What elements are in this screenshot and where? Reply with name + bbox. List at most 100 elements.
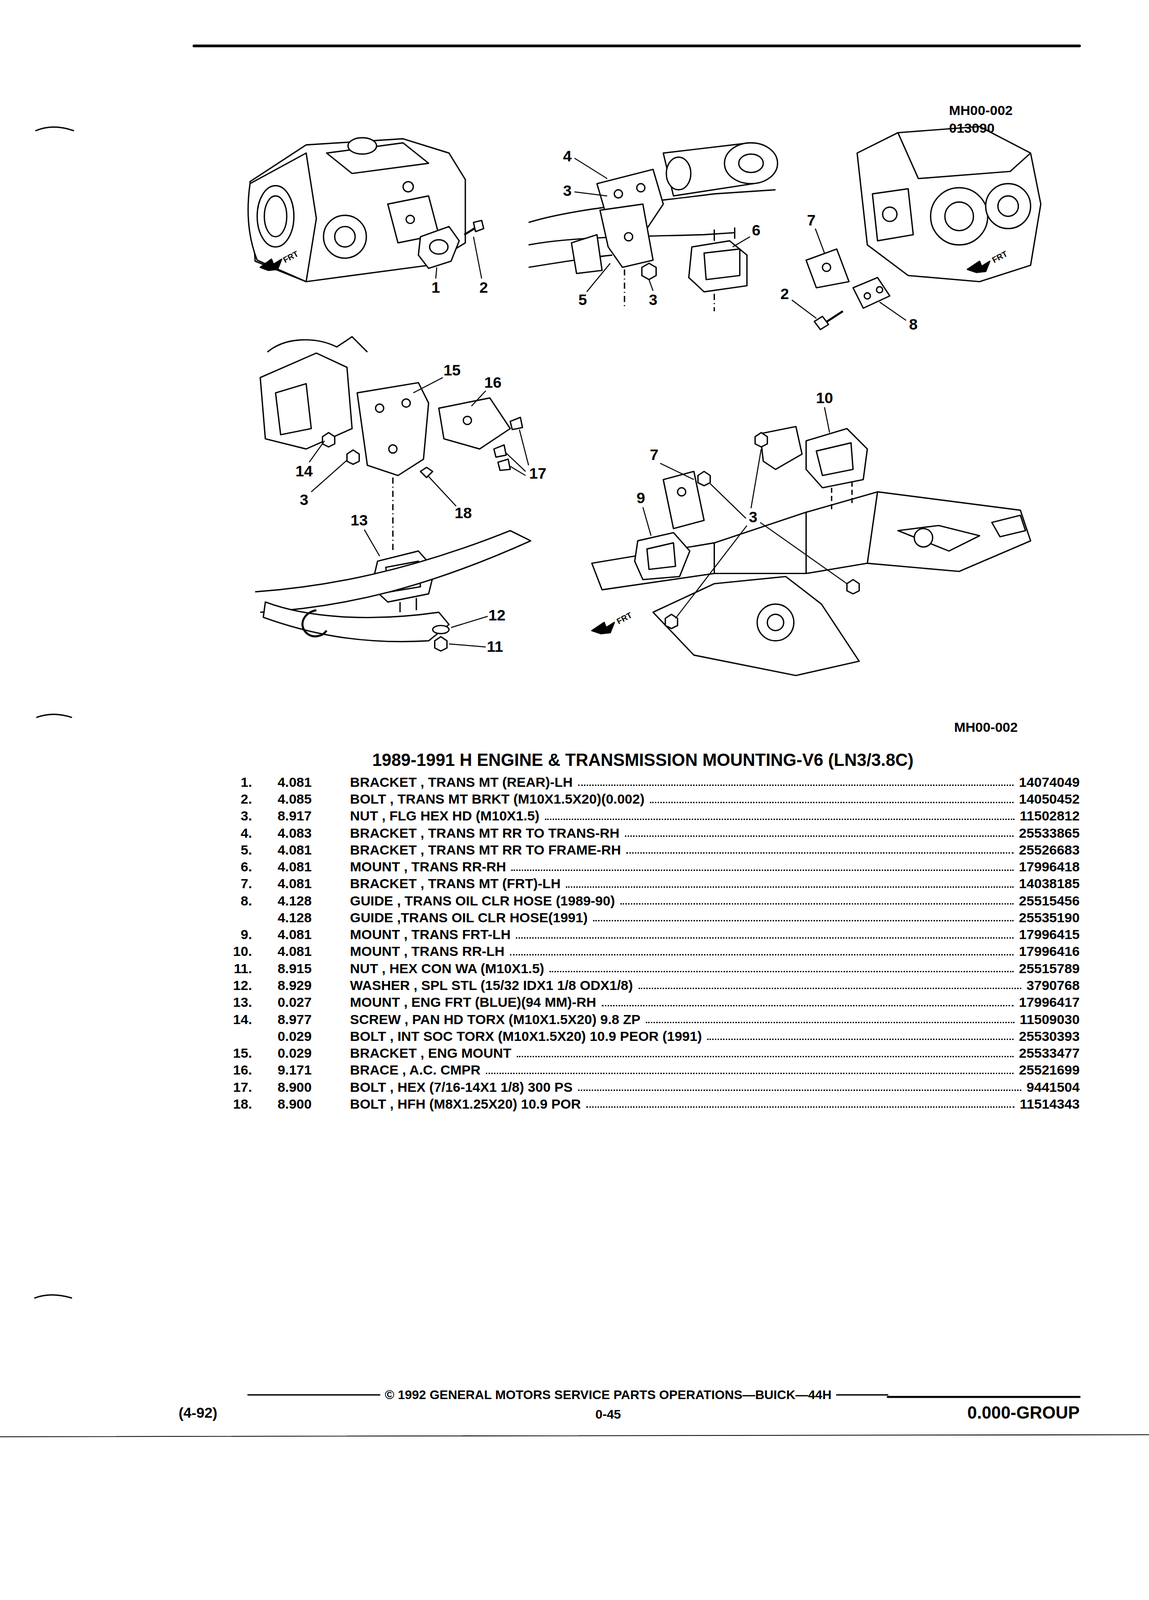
item-number: 16. [233, 1062, 253, 1078]
drawing-stroke [309, 440, 325, 463]
callout-number: 3 [563, 182, 572, 200]
revision-date: (4-92) [178, 1405, 218, 1422]
callout-number: 12 [488, 606, 506, 624]
callout-number: 10 [815, 389, 834, 407]
drawing-stroke [853, 277, 890, 309]
drawing-stroke [302, 609, 327, 637]
drawing-stroke [257, 185, 295, 248]
drawing-stroke [864, 292, 871, 299]
group-number: 4.081 [277, 774, 312, 790]
part-number: 14050452 [1019, 791, 1080, 807]
part-description: NUT , FLG HEX HD (M10X1.5) [349, 808, 540, 824]
drawing-stroke [677, 487, 686, 496]
drawing-stroke [428, 476, 457, 506]
part-number: 11509030 [1019, 1011, 1080, 1027]
group-number: 8.977 [277, 1011, 312, 1027]
dot-leader [645, 1021, 1015, 1024]
item-number: 2. [240, 791, 253, 807]
drawing-stroke [418, 226, 460, 269]
drawing-stroke [357, 382, 429, 476]
dot-leader [620, 903, 1014, 905]
part-number: 11514343 [1019, 1095, 1080, 1111]
callout-number: 3 [299, 491, 309, 509]
drawing-stroke [506, 453, 526, 472]
drawing-stroke [591, 622, 615, 634]
drawing-stroke [714, 491, 878, 574]
drawing-stroke [649, 279, 654, 291]
drawing-stroke [641, 263, 656, 280]
drawing-stroke [348, 137, 377, 155]
group-number: 4.081 [277, 875, 312, 891]
dot-leader [565, 886, 1014, 888]
drawing-stroke [824, 407, 830, 433]
group-code: 0.000-GROUP [967, 1403, 1080, 1424]
drawing-stroke [599, 204, 654, 268]
drawing-stroke [413, 377, 443, 394]
callout-number: 3 [748, 509, 758, 526]
drawing-stroke [510, 466, 526, 476]
drawing-stroke [449, 644, 486, 648]
page-number: 0-45 [595, 1407, 621, 1422]
drawing-stroke [510, 417, 523, 430]
drawing-stroke [714, 227, 735, 241]
part-description: BOLT , INT SOC TORX (M10X1.5X20) 10.9 PE… [349, 1028, 702, 1044]
drawing-stroke [882, 207, 897, 222]
item-number: 14. [233, 1011, 253, 1027]
part-number: 17996416 [1019, 943, 1080, 959]
callout-number: 7 [806, 211, 816, 229]
drawing-stroke [646, 542, 676, 570]
drawing-stroke [760, 426, 803, 470]
drawing-stroke [574, 191, 608, 196]
figure-code: MH00-002 [949, 102, 1013, 118]
drawing-stroke [985, 183, 1031, 229]
group-number: 4.081 [277, 841, 312, 857]
drawing-stroke [998, 195, 1019, 217]
part-number: 25533477 [1019, 1045, 1080, 1061]
figure-code: MH00-002 [954, 719, 1018, 735]
callout-number: 14 [295, 463, 313, 480]
dot-leader [515, 937, 1014, 939]
dot-leader [509, 954, 1014, 956]
drawing-stroke [473, 220, 484, 232]
part-number: 25533865 [1019, 824, 1080, 840]
drawing-stroke [450, 616, 488, 628]
group-number: 0.029 [277, 1028, 312, 1044]
drawing-stroke [263, 601, 450, 642]
item-number: 4. [240, 824, 253, 840]
dot-leader [649, 801, 1014, 804]
drawing-stroke [494, 444, 507, 458]
drawing-stroke [814, 316, 829, 330]
dot-leader [624, 835, 1014, 837]
drawing-stroke [406, 215, 415, 224]
drawing-stroke [944, 201, 974, 231]
drawing-stroke [791, 299, 817, 319]
part-description: MOUNT , TRANS RR-LH [349, 943, 505, 959]
drawing-stroke [438, 398, 510, 450]
figure-3 [806, 126, 1041, 330]
item-number: 8. [240, 892, 253, 908]
part-number: 25521699 [1019, 1062, 1080, 1078]
drawing-stroke [429, 239, 448, 255]
drawing-stroke [634, 532, 690, 580]
drawing-stroke [254, 530, 531, 613]
drawing-stroke [35, 126, 74, 131]
copyright-line: © 1992 GENERAL MOTORS SERVICE PARTS OPER… [380, 1388, 837, 1403]
drawing-stroke [434, 636, 447, 651]
drawing-stroke [760, 522, 848, 584]
callout-number: 2 [780, 285, 790, 303]
part-description: MOUNT , ENG FRT (BLUE)(94 MM)-RH [349, 994, 597, 1010]
drawing-stroke [898, 525, 980, 551]
callout-number: 3 [648, 291, 658, 309]
drawing-stroke [591, 491, 1031, 590]
leader-lines [309, 158, 906, 647]
drawing-stroke [653, 576, 860, 676]
drawing-stroke [388, 444, 397, 454]
dot-leader [601, 1004, 1014, 1007]
drawing-stroke [688, 240, 747, 292]
drawing-stroke [991, 515, 1026, 537]
dot-leader [586, 1106, 1015, 1108]
group-number: 9.171 [277, 1062, 312, 1078]
part-description: BRACKET , TRANS MT RR TO TRANS-RH [349, 824, 620, 840]
drawing-stroke [260, 353, 353, 450]
callout-number: 7 [649, 446, 659, 464]
